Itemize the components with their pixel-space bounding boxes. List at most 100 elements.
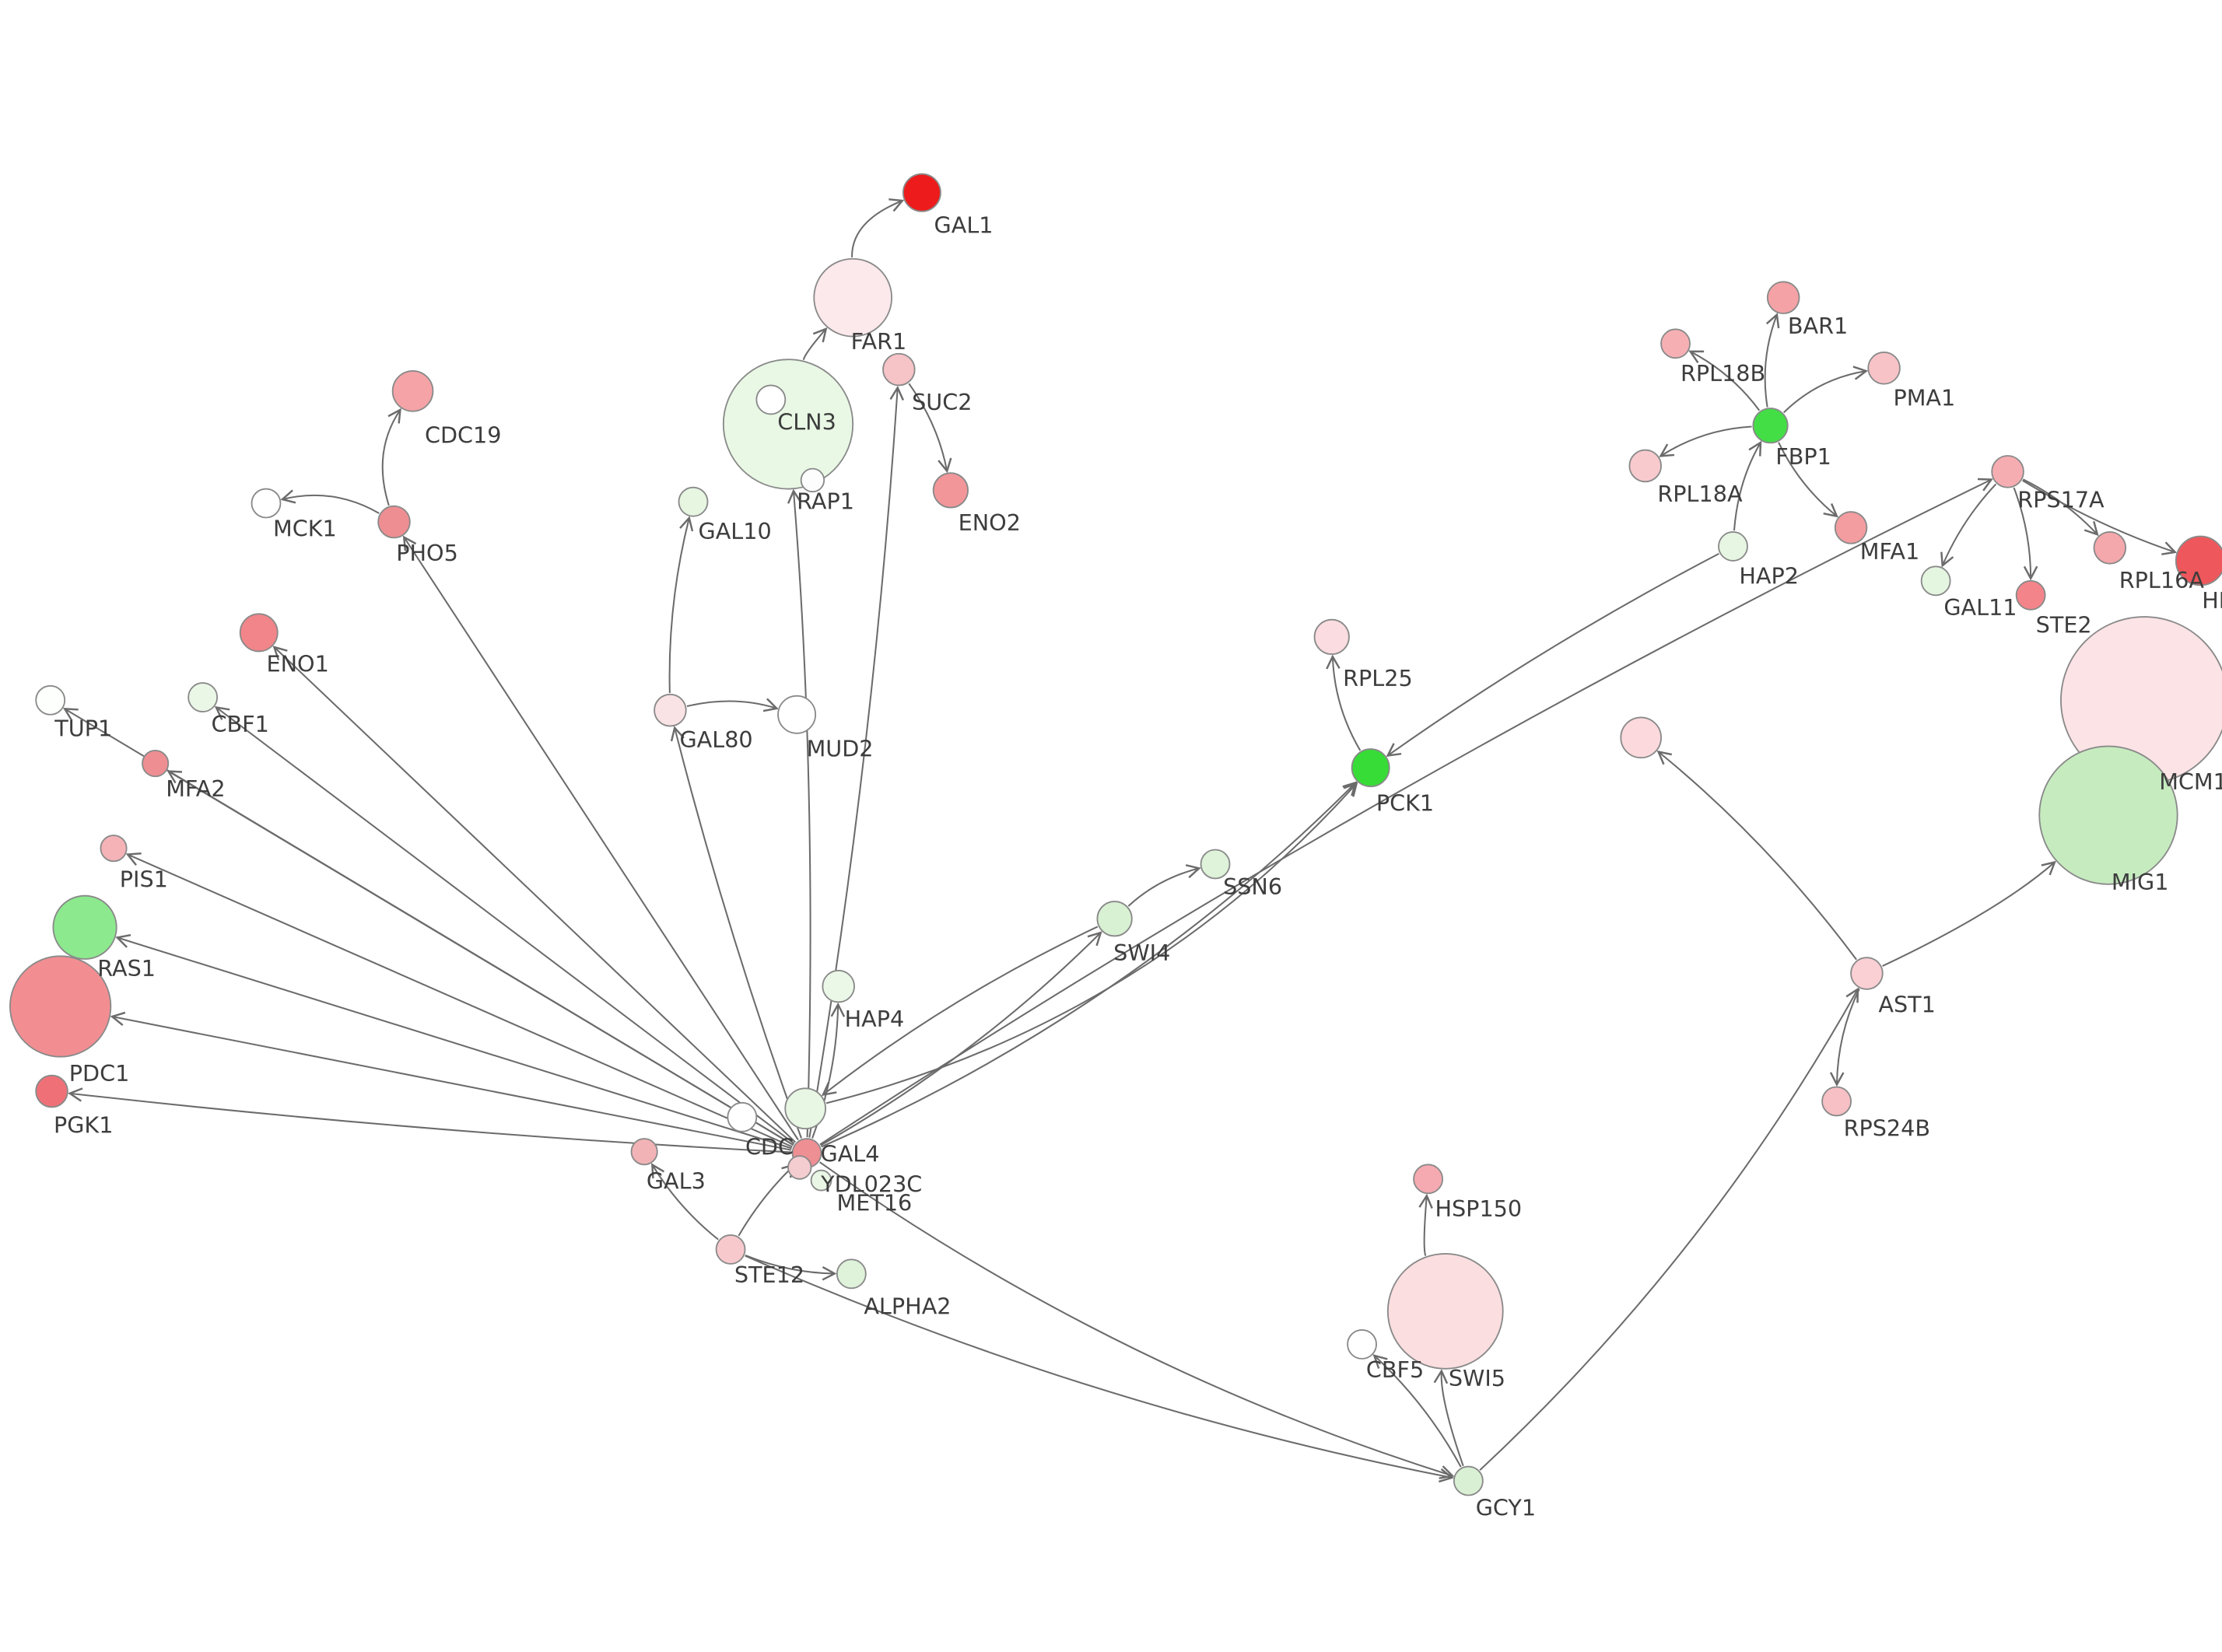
node-pho5[interactable] bbox=[377, 505, 411, 539]
node-alpha2[interactable] bbox=[836, 1258, 867, 1290]
node-mud2[interactable] bbox=[777, 695, 817, 734]
node-gal80[interactable] bbox=[654, 693, 687, 727]
edge-ste12-gal4[interactable] bbox=[738, 1163, 797, 1237]
edge-gcy1-swi5[interactable] bbox=[1433, 1369, 1464, 1467]
edge-gal4-cbf1[interactable] bbox=[214, 705, 795, 1145]
node-gcy1[interactable] bbox=[1453, 1465, 1484, 1496]
edge-gal4-mfa2[interactable] bbox=[166, 770, 794, 1146]
node-ras1[interactable] bbox=[52, 894, 117, 960]
node-mfa2[interactable] bbox=[142, 750, 170, 778]
node-ast1[interactable] bbox=[1850, 957, 1884, 990]
edge-cln3-far1[interactable] bbox=[802, 327, 828, 361]
node-suc2[interactable] bbox=[882, 352, 916, 387]
edge-gcy1-cbf5[interactable] bbox=[1372, 1354, 1462, 1468]
edge-rps17a-his4[interactable] bbox=[2022, 479, 2178, 555]
node-rps24b[interactable] bbox=[1821, 1086, 1852, 1117]
edge-ast1-mig1[interactable] bbox=[1882, 860, 2056, 967]
edge-gal4-pgk1[interactable] bbox=[68, 1087, 791, 1153]
edge-pho5-mck1[interactable] bbox=[280, 489, 380, 514]
node-hsp150[interactable] bbox=[1413, 1164, 1444, 1195]
node-unk1[interactable] bbox=[755, 384, 787, 415]
node-mfa1[interactable] bbox=[1834, 511, 1868, 544]
node-far1[interactable] bbox=[813, 257, 893, 338]
edge-swi5-hsp150[interactable] bbox=[1418, 1193, 1433, 1256]
edge-gal4-swi4[interactable] bbox=[820, 931, 1102, 1146]
edge-swi4-hub2[interactable] bbox=[821, 926, 1099, 1097]
node-pgk1[interactable] bbox=[35, 1074, 68, 1108]
node-swi4[interactable] bbox=[1096, 901, 1133, 937]
node-mig1[interactable] bbox=[2038, 745, 2178, 885]
edge-ste12-gcy1[interactable] bbox=[745, 1255, 1454, 1483]
edge-fbp1-bar1[interactable] bbox=[1764, 313, 1780, 408]
node-bar1[interactable] bbox=[1766, 281, 1800, 314]
node-mck1[interactable] bbox=[251, 488, 282, 519]
edge-pck1-rpl25[interactable] bbox=[1326, 654, 1362, 751]
edge-fbp1-mfa1[interactable] bbox=[1778, 442, 1838, 518]
node-rpl16a[interactable] bbox=[2093, 531, 2127, 565]
edge-gal4-suc2[interactable] bbox=[808, 385, 905, 1138]
node-unk2[interactable] bbox=[1620, 716, 1662, 759]
edge-gal4-pis1[interactable] bbox=[125, 852, 793, 1148]
edge-swi4-ssn6[interactable] bbox=[1127, 864, 1201, 907]
node-pck1[interactable] bbox=[1351, 748, 1390, 788]
edge-rps17a-gal11[interactable] bbox=[1940, 483, 1997, 568]
node-pis1[interactable] bbox=[100, 835, 128, 863]
node-rpl18a[interactable] bbox=[1628, 449, 1662, 483]
node-ssn6[interactable] bbox=[1200, 849, 1231, 880]
node-hap2[interactable] bbox=[1718, 531, 1748, 562]
edge-gal4-pho5[interactable] bbox=[402, 535, 799, 1141]
edge-ast1-unk2[interactable] bbox=[1656, 750, 1857, 961]
edge-fbp1-pma1[interactable] bbox=[1783, 366, 1869, 414]
node-fbp1[interactable] bbox=[1752, 408, 1789, 444]
edge-ast1-rps24b[interactable] bbox=[1829, 989, 1860, 1087]
edge-hap2-fbp1[interactable] bbox=[1733, 440, 1762, 531]
node-hub2[interactable] bbox=[784, 1087, 826, 1130]
node-his4[interactable] bbox=[2175, 535, 2222, 586]
node-gal10[interactable] bbox=[678, 486, 709, 517]
edge-gcy1-ast1[interactable] bbox=[1479, 987, 1859, 1471]
edge-pho5-cdc19[interactable] bbox=[381, 408, 401, 506]
node-cdc[interactable] bbox=[727, 1101, 758, 1132]
node-pdc1[interactable] bbox=[9, 955, 112, 1058]
edge-gal80-mud2[interactable] bbox=[686, 698, 779, 712]
edge-ste12-alpha2[interactable] bbox=[745, 1255, 837, 1281]
edge-rps17a-ste2[interactable] bbox=[2013, 487, 2038, 581]
edge-ste12-gal3[interactable] bbox=[650, 1163, 719, 1241]
node-rpl25[interactable] bbox=[1313, 618, 1350, 656]
edge-gal4-gal80[interactable] bbox=[670, 726, 802, 1139]
edge-gal4-cln3[interactable] bbox=[787, 488, 811, 1138]
node-ste2[interactable] bbox=[2015, 579, 2046, 611]
node-label-gal3: GAL3 bbox=[647, 1168, 706, 1195]
edge-gal4-gcy1[interactable] bbox=[819, 1161, 1455, 1479]
node-cbf1[interactable] bbox=[188, 682, 219, 712]
edge-gal4-pdc1[interactable] bbox=[110, 1011, 792, 1151]
edge-hap2-pck1[interactable] bbox=[1386, 552, 1719, 757]
edge-gal4-eno1[interactable] bbox=[272, 646, 796, 1143]
edge-hub2-pck1[interactable] bbox=[825, 782, 1358, 1104]
node-cdc19[interactable] bbox=[391, 370, 434, 412]
edge-gal80-gal10[interactable] bbox=[668, 516, 694, 694]
node-hap4[interactable] bbox=[822, 969, 855, 1003]
node-swi5[interactable] bbox=[1386, 1253, 1504, 1370]
node-rap1[interactable] bbox=[800, 467, 825, 493]
edge-gal4-ras1[interactable] bbox=[115, 934, 792, 1150]
node-rpl18b[interactable] bbox=[1660, 328, 1691, 359]
edge-fbp1-rpl18a[interactable] bbox=[1659, 425, 1752, 457]
node-ydl023c[interactable] bbox=[787, 1155, 812, 1180]
node-pma1[interactable] bbox=[1867, 351, 1901, 385]
edge-suc2-eno2[interactable] bbox=[908, 383, 952, 474]
node-cln3[interactable] bbox=[722, 359, 854, 490]
node-eno1[interactable] bbox=[239, 613, 279, 653]
node-gal3[interactable] bbox=[630, 1138, 658, 1166]
edge-gal4-rps17a[interactable] bbox=[819, 478, 1993, 1146]
node-met16[interactable] bbox=[810, 1169, 832, 1192]
node-tup1[interactable] bbox=[35, 684, 66, 716]
node-ste12[interactable] bbox=[715, 1234, 746, 1265]
node-rps17a[interactable] bbox=[1991, 455, 2024, 488]
node-eno2[interactable] bbox=[932, 472, 969, 509]
node-gal11[interactable] bbox=[1920, 565, 1951, 597]
edge-far1-gal1[interactable] bbox=[851, 198, 905, 257]
node-gal1[interactable] bbox=[902, 173, 941, 212]
edge-fbp1-rpl18b[interactable] bbox=[1688, 350, 1761, 411]
node-cbf5[interactable] bbox=[1347, 1328, 1377, 1360]
